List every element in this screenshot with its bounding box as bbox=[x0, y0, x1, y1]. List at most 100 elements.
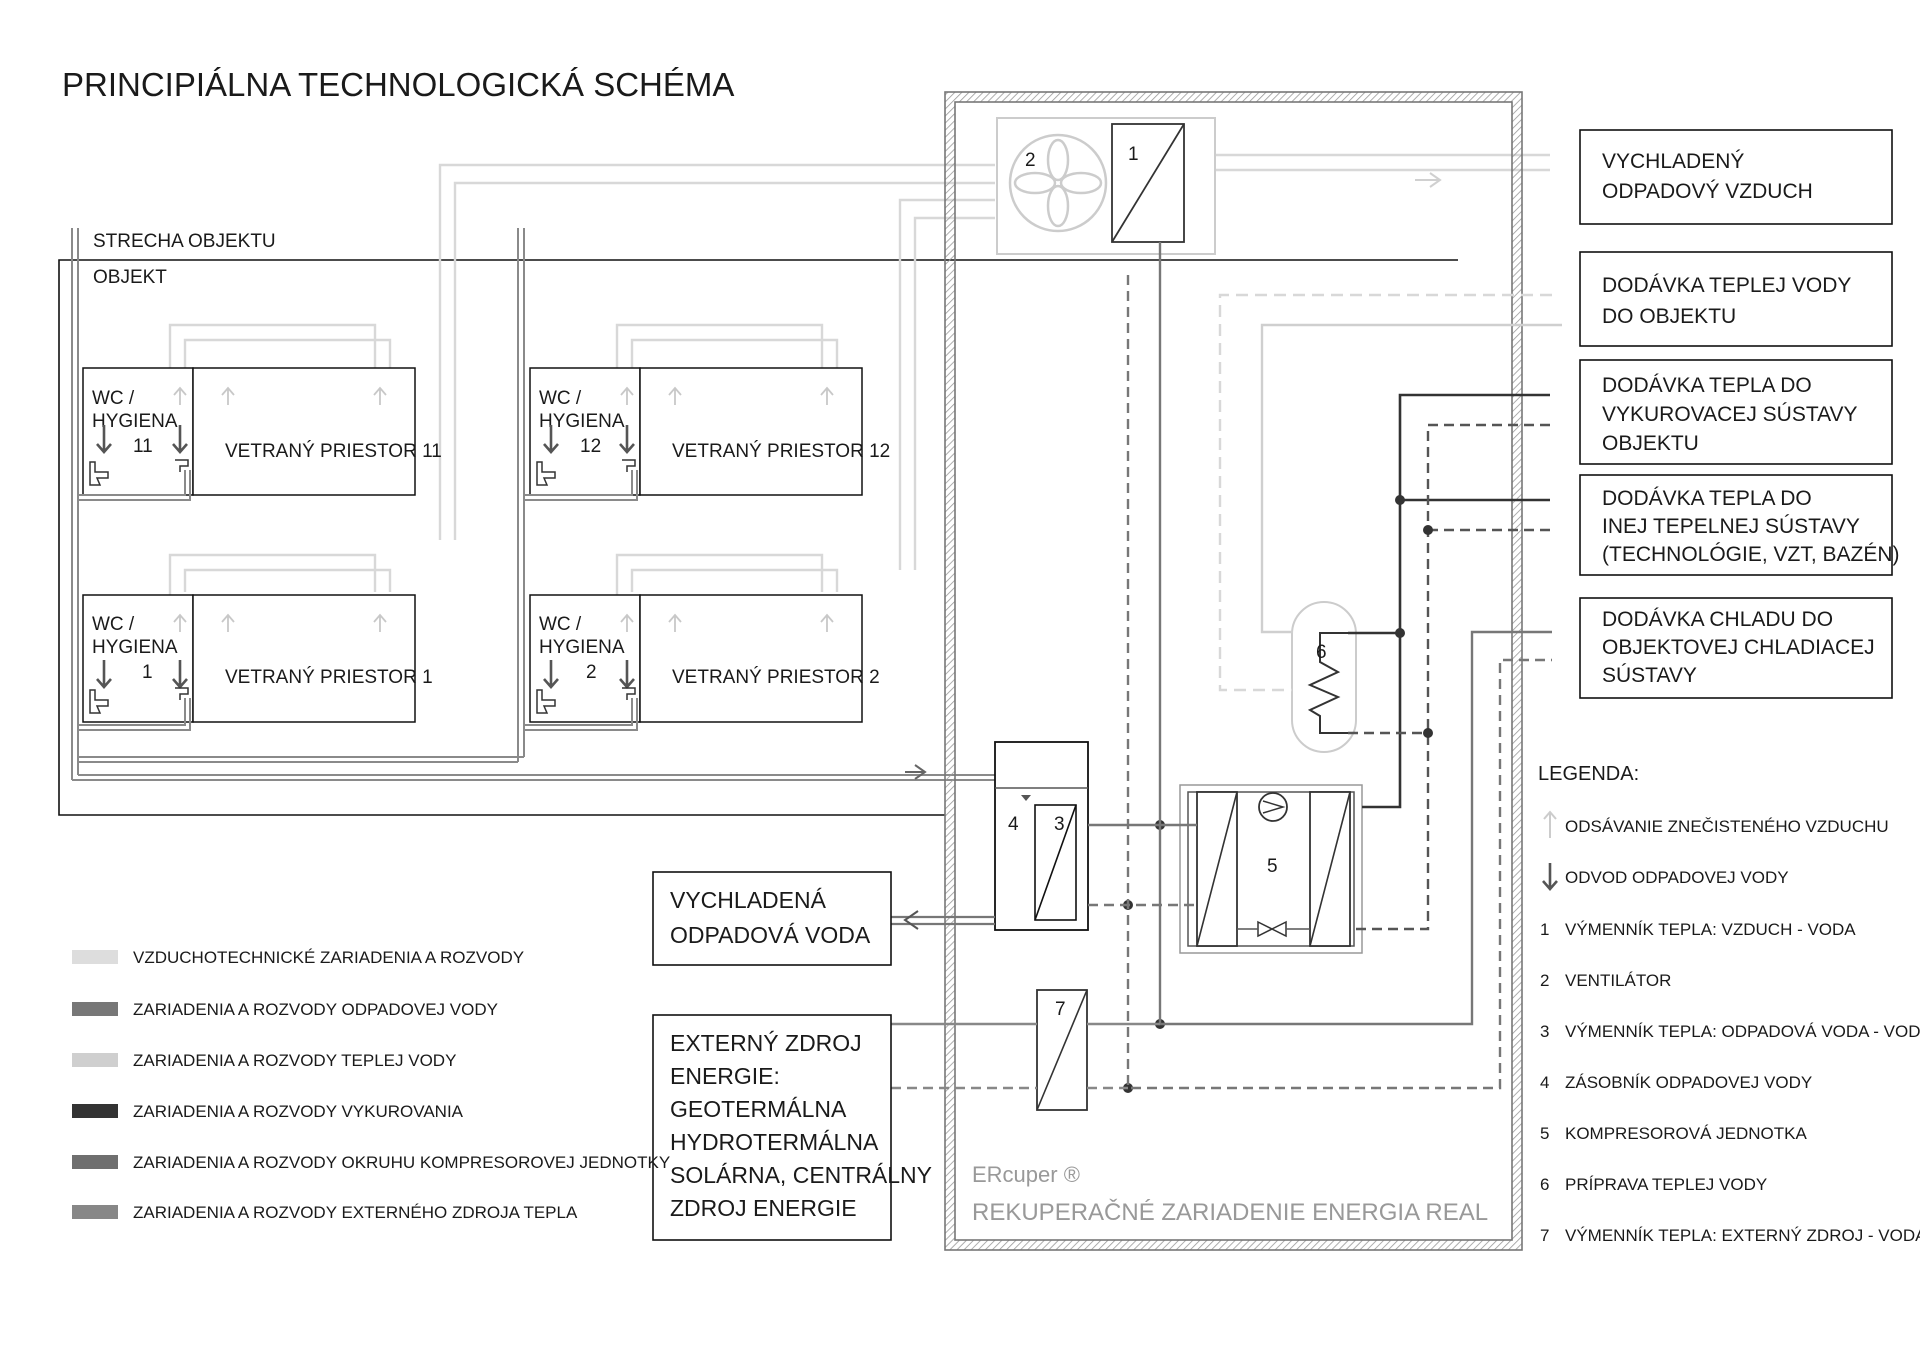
legend-swatch bbox=[72, 1053, 118, 1067]
compressor-return-piping bbox=[1088, 275, 1552, 1090]
compressor-unit: 5 bbox=[1179, 784, 1363, 954]
legend-swatch bbox=[72, 950, 118, 964]
external-source-line: GEOTERMÁLNA bbox=[670, 1096, 847, 1122]
object-label: OBJEKT bbox=[93, 267, 167, 288]
room-12: WC / HYGIENA 12 VETRANÝ PRIESTOR 12 bbox=[529, 367, 890, 496]
room-name: VETRANÝ PRIESTOR 1 bbox=[225, 667, 433, 688]
output-line: OBJEKTU bbox=[1602, 432, 1699, 455]
page-title: PRINCIPIÁLNA TECHNOLOGICKÁ SCHÉMA bbox=[62, 66, 734, 103]
waste-water-out-box: VYCHLADENÁ ODPADOVÁ VODA bbox=[652, 871, 892, 966]
heating-return-piping bbox=[1348, 423, 1550, 931]
output-line: OBJEKTOVEJ CHLADIACEJ bbox=[1602, 636, 1875, 659]
external-source-line: ZDROJ ENERGIE bbox=[670, 1195, 857, 1221]
legend-swatch bbox=[72, 1155, 118, 1169]
legend-label: VENTILÁTOR bbox=[1565, 971, 1671, 990]
legend-number: 3 bbox=[1540, 1022, 1549, 1041]
external-source-line: EXTERNÝ ZDROJ bbox=[670, 1030, 862, 1056]
compressor-loop-piping bbox=[1088, 242, 1552, 1026]
legend-label: ZARIADENIA A ROZVODY EXTERNÉHO ZDROJA TE… bbox=[133, 1203, 578, 1222]
legend-label: ZARIADENIA A ROZVODY OKRUHU KOMPRESOROVE… bbox=[133, 1153, 670, 1172]
wc-label-line2: HYGIENA bbox=[539, 637, 625, 658]
air-ducts bbox=[168, 153, 1550, 612]
air-water-heat-exchanger: 1 bbox=[1111, 123, 1185, 243]
legend-label: PRÍPRAVA TEPLEJ VODY bbox=[1565, 1175, 1767, 1194]
waste-water-arrow-icon bbox=[1542, 863, 1558, 891]
room-1: WC / HYGIENA 1 VETRANÝ PRIESTOR 1 bbox=[82, 594, 433, 723]
room-name: VETRANÝ PRIESTOR 2 bbox=[672, 667, 880, 688]
hx1-number: 1 bbox=[1128, 144, 1139, 165]
output-line: VYCHLADENÝ bbox=[1602, 150, 1744, 173]
output-box-other-heat: DODÁVKA TEPLA DO INEJ TEPELNEJ SÚSTAVY (… bbox=[1579, 474, 1900, 576]
legend-label: ZARIADENIA A ROZVODY TEPLEJ VODY bbox=[133, 1051, 456, 1070]
output-line: ODPADOVÝ VZDUCH bbox=[1602, 180, 1813, 203]
legend-label: ODSÁVANIE ZNEČISTENÉHO VZDUCHU bbox=[1565, 817, 1889, 836]
room-extract-arrows bbox=[173, 386, 834, 632]
wc-label-line1: WC / bbox=[539, 388, 582, 409]
waste-water-line: ODPADOVÁ VODA bbox=[670, 922, 871, 948]
room-number: 1 bbox=[142, 662, 153, 683]
external-source-piping bbox=[891, 1022, 1160, 1090]
wc-label-line2: HYGIENA bbox=[539, 411, 625, 432]
unit-name: REKUPERAČNÉ ZARIADENIE ENERGIA REAL bbox=[972, 1198, 1488, 1226]
external-source-line: ENERGIE: bbox=[670, 1063, 780, 1089]
waste-water-risers bbox=[71, 228, 995, 781]
output-box-exhaust-air: VYCHLADENÝ ODPADOVÝ VZDUCH bbox=[1579, 129, 1893, 225]
legend-heading: LEGENDA: bbox=[1538, 763, 1639, 785]
legend-label: VÝMENNÍK TEPLA: EXTERNÝ ZDROJ - VODA bbox=[1565, 1226, 1920, 1245]
output-line: (TECHNOLÓGIE, VZT, BAZÉN) bbox=[1602, 543, 1900, 566]
output-line: SÚSTAVY bbox=[1602, 664, 1697, 687]
external-source-box: EXTERNÝ ZDROJ ENERGIE: GEOTERMÁLNA HYDRO… bbox=[652, 1014, 932, 1241]
output-line: INEJ TEPELNEJ SÚSTAVY bbox=[1602, 515, 1860, 538]
output-line: DODÁVKA TEPLA DO bbox=[1602, 374, 1812, 397]
legend-number: 7 bbox=[1540, 1226, 1549, 1245]
legend-label: ZÁSOBNÍK ODPADOVEJ VODY bbox=[1565, 1073, 1812, 1092]
air-extract-arrow-icon bbox=[1543, 810, 1557, 838]
warm-water-piping bbox=[1218, 293, 1562, 692]
wc-label-line2: HYGIENA bbox=[92, 411, 178, 432]
room-number: 11 bbox=[133, 436, 153, 457]
legend-label: KOMPRESOROVÁ JEDNOTKA bbox=[1565, 1124, 1807, 1143]
fan-number: 2 bbox=[1025, 150, 1036, 171]
output-box-hot-water: DODÁVKA TEPLEJ VODY DO OBJEKTU bbox=[1579, 251, 1893, 347]
legend-swatch bbox=[72, 1104, 118, 1118]
legend-label: VZDUCHOTECHNICKÉ ZARIADENIA A ROZVODY bbox=[133, 948, 524, 967]
compressor-number: 5 bbox=[1267, 856, 1278, 877]
hot-water-number: 6 bbox=[1316, 642, 1327, 663]
output-box-heating: DODÁVKA TEPLA DO VYKUROVACEJ SÚSTAVY OBJ… bbox=[1579, 359, 1893, 465]
exhaust-air-arrow bbox=[1415, 172, 1442, 188]
output-line: DODÁVKA CHLADU DO bbox=[1602, 608, 1833, 631]
room-11: WC / HYGIENA 11 VETRANÝ PRIESTOR 11 bbox=[82, 367, 442, 496]
legend-right: LEGENDA: ODSÁVANIE ZNEČISTENÉHO VZDUCHU … bbox=[1538, 763, 1920, 1245]
legend-left: VZDUCHOTECHNICKÉ ZARIADENIA A ROZVODY ZA… bbox=[72, 948, 670, 1222]
output-line: DODÁVKA TEPLEJ VODY bbox=[1602, 274, 1851, 297]
waste-water-outlet bbox=[891, 910, 995, 930]
waste-water-line: VYCHLADENÁ bbox=[670, 887, 827, 913]
recovery-unit-frame bbox=[944, 91, 1523, 1251]
legend-label: ZARIADENIA A ROZVODY VYKUROVANIA bbox=[133, 1102, 464, 1121]
unit-brand: ERcuper ® bbox=[972, 1162, 1080, 1187]
legend-number: 2 bbox=[1540, 971, 1549, 990]
room-drain-collectors bbox=[78, 470, 638, 731]
room-number: 2 bbox=[586, 662, 597, 683]
hot-water-tank: 6 bbox=[1291, 601, 1357, 753]
room-name: VETRANÝ PRIESTOR 12 bbox=[672, 441, 890, 462]
wc-label-line1: WC / bbox=[92, 614, 135, 635]
legend-number: 4 bbox=[1540, 1073, 1549, 1092]
waste-water-tank: 4 3 bbox=[994, 741, 1089, 931]
output-line: VYKUROVACEJ SÚSTAVY bbox=[1602, 403, 1858, 426]
tank-number: 4 bbox=[1008, 814, 1019, 835]
room-number: 12 bbox=[580, 436, 601, 457]
external-source-line: SOLÁRNA, CENTRÁLNY bbox=[670, 1162, 932, 1188]
room-name: VETRANÝ PRIESTOR 11 bbox=[225, 441, 442, 462]
room-drain-arrows bbox=[96, 425, 635, 689]
legend-label: VÝMENNÍK TEPLA: VZDUCH - VODA bbox=[1565, 920, 1856, 939]
legend-label: VÝMENNÍK TEPLA: ODPADOVÁ VODA - VODA bbox=[1565, 1022, 1920, 1041]
legend-label: ODVOD ODPADOVEJ VODY bbox=[1565, 868, 1789, 887]
output-line: DODÁVKA TEPLA DO bbox=[1602, 487, 1812, 510]
object-outline bbox=[58, 259, 1458, 816]
legend-number: 1 bbox=[1540, 920, 1549, 939]
waste-inflow-arrow bbox=[905, 764, 927, 780]
legend-label: ZARIADENIA A ROZVODY ODPADOVEJ VODY bbox=[133, 1000, 498, 1019]
legend-number: 5 bbox=[1540, 1124, 1549, 1143]
